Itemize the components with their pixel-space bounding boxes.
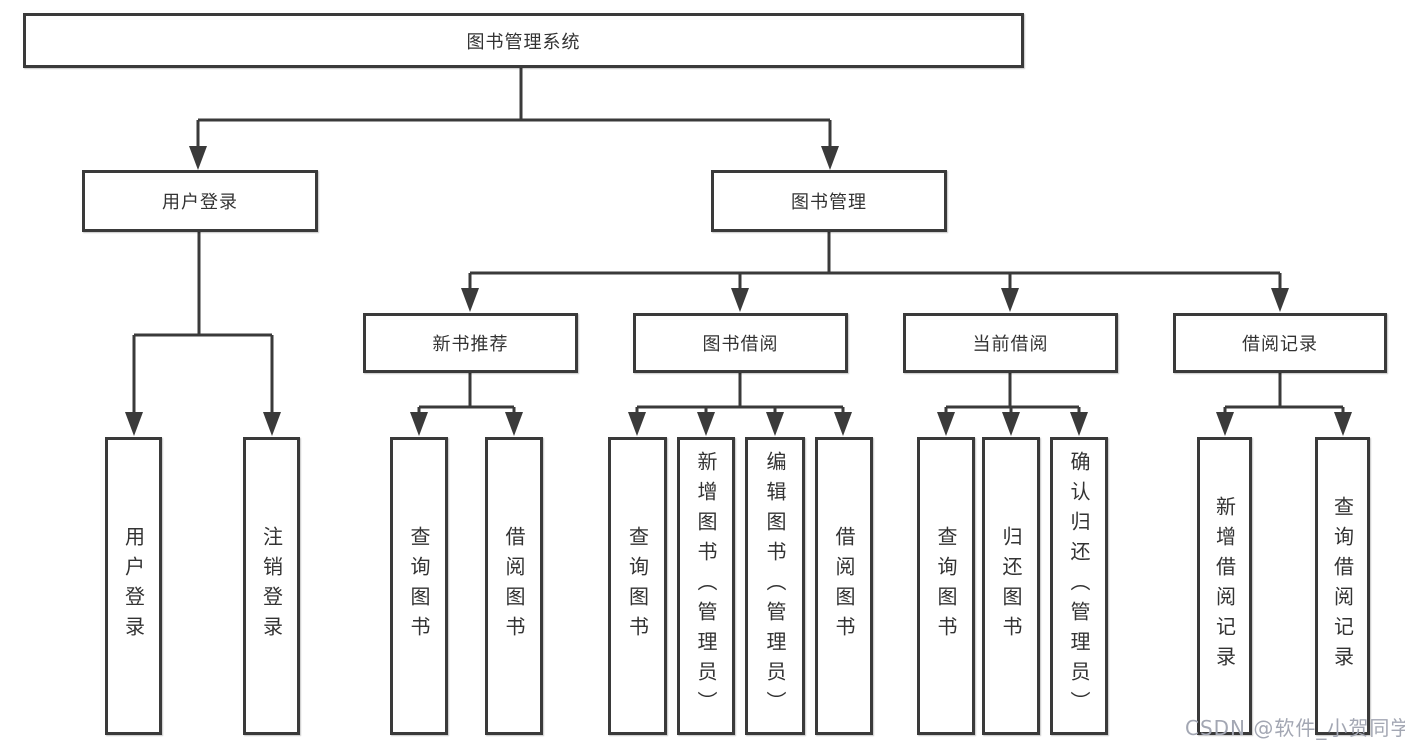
leaf-logout: 注销登录 (243, 437, 300, 735)
node-book-management-system: 图书管理系统 (23, 13, 1024, 68)
arrowheads (125, 146, 1352, 436)
node-current-borrowing: 当前借阅 (903, 313, 1118, 373)
leaf-add-borrow-record: 新增借阅记录 (1197, 437, 1252, 735)
connector-current-borrowing (944, 373, 1081, 416)
node-borrowing-records: 借阅记录 (1173, 313, 1387, 373)
leaf-user-login: 用户登录 (105, 437, 162, 735)
leaf-query-borrow-record: 查询借阅记录 (1315, 437, 1370, 735)
watermark: CSDN @软件_小贺同学 (1185, 716, 1405, 740)
leaf-borrow-books-borrowing: 借阅图书 (815, 437, 873, 735)
leaf-query-books-borrowing: 查询图书 (608, 437, 667, 735)
connector-user-login (132, 232, 274, 416)
connector-new-book-recommend (417, 373, 516, 416)
leaf-borrow-books-recommend: 借阅图书 (485, 437, 543, 735)
leaf-confirm-return-admin: 确认归还（管理员） (1050, 437, 1108, 735)
connector-book-management (468, 232, 1282, 292)
leaf-return-books: 归还图书 (982, 437, 1040, 735)
leaf-add-book-admin: 新增图书（管理员） (677, 437, 735, 735)
leaf-edit-book-admin: 编辑图书（管理员） (745, 437, 805, 735)
connector-borrowing-records (1223, 373, 1345, 416)
node-book-management: 图书管理 (711, 170, 947, 232)
node-new-book-recommend: 新书推荐 (363, 313, 578, 373)
connector-book-borrowing (635, 373, 845, 416)
leaf-query-books-current: 查询图书 (917, 437, 975, 735)
node-book-borrowing: 图书借阅 (633, 313, 848, 373)
node-user-login: 用户登录 (82, 170, 318, 232)
leaf-query-books-recommend: 查询图书 (390, 437, 448, 735)
connector-root (196, 68, 832, 150)
